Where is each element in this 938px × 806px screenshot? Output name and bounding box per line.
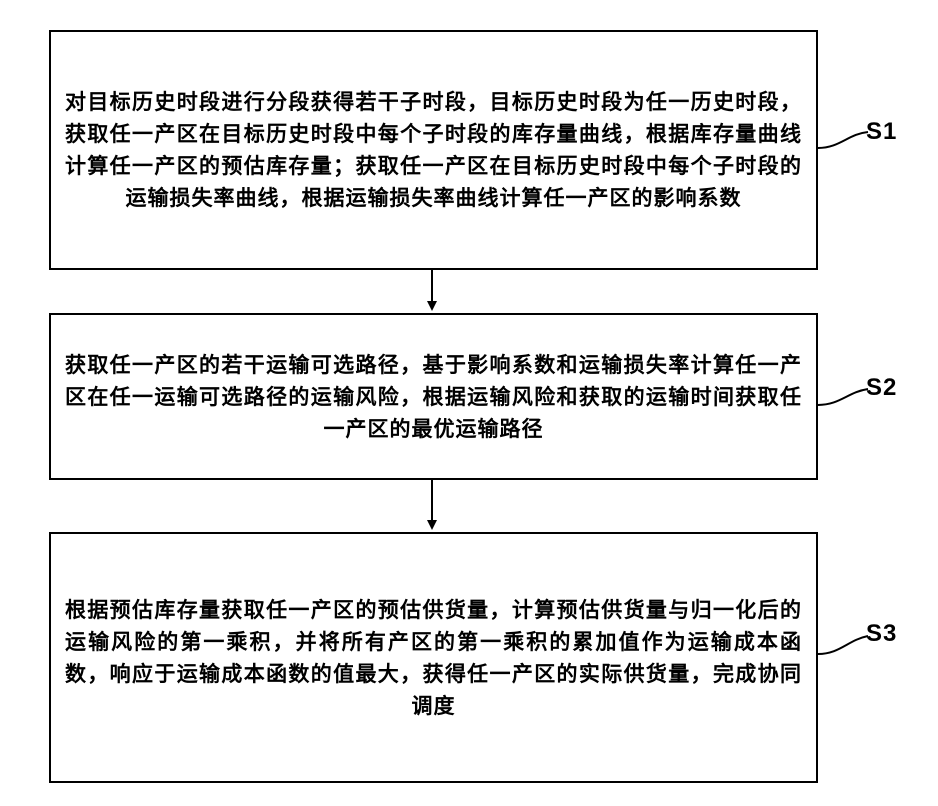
leader-line-s3 <box>818 636 868 654</box>
step-text-s1: 对目标历史时段进行分段获得若干子时段，目标历史时段为任一历史时段，获取任一产区在… <box>65 86 802 214</box>
step-label-s1: S1 <box>866 118 897 146</box>
step-label-s2: S2 <box>866 374 897 402</box>
leader-line-s2 <box>818 389 868 405</box>
step-box-s3: 根据预估库存量获取任一产区的预估供货量，计算预估供货量与归一化后的运输风险的第一… <box>49 532 818 783</box>
leader-line-s1 <box>818 132 868 148</box>
step-text-s3: 根据预估库存量获取任一产区的预估供货量，计算预估供货量与归一化后的运输风险的第一… <box>65 594 802 722</box>
step-text-s2: 获取任一产区的若干运输可选路径，基于影响系数和运输损失率计算任一产区在任一运输可… <box>65 349 802 445</box>
step-label-s3: S3 <box>866 620 897 648</box>
step-box-s1: 对目标历史时段进行分段获得若干子时段，目标历史时段为任一历史时段，获取任一产区在… <box>49 30 818 270</box>
step-box-s2: 获取任一产区的若干运输可选路径，基于影响系数和运输损失率计算任一产区在任一运输可… <box>49 313 818 480</box>
